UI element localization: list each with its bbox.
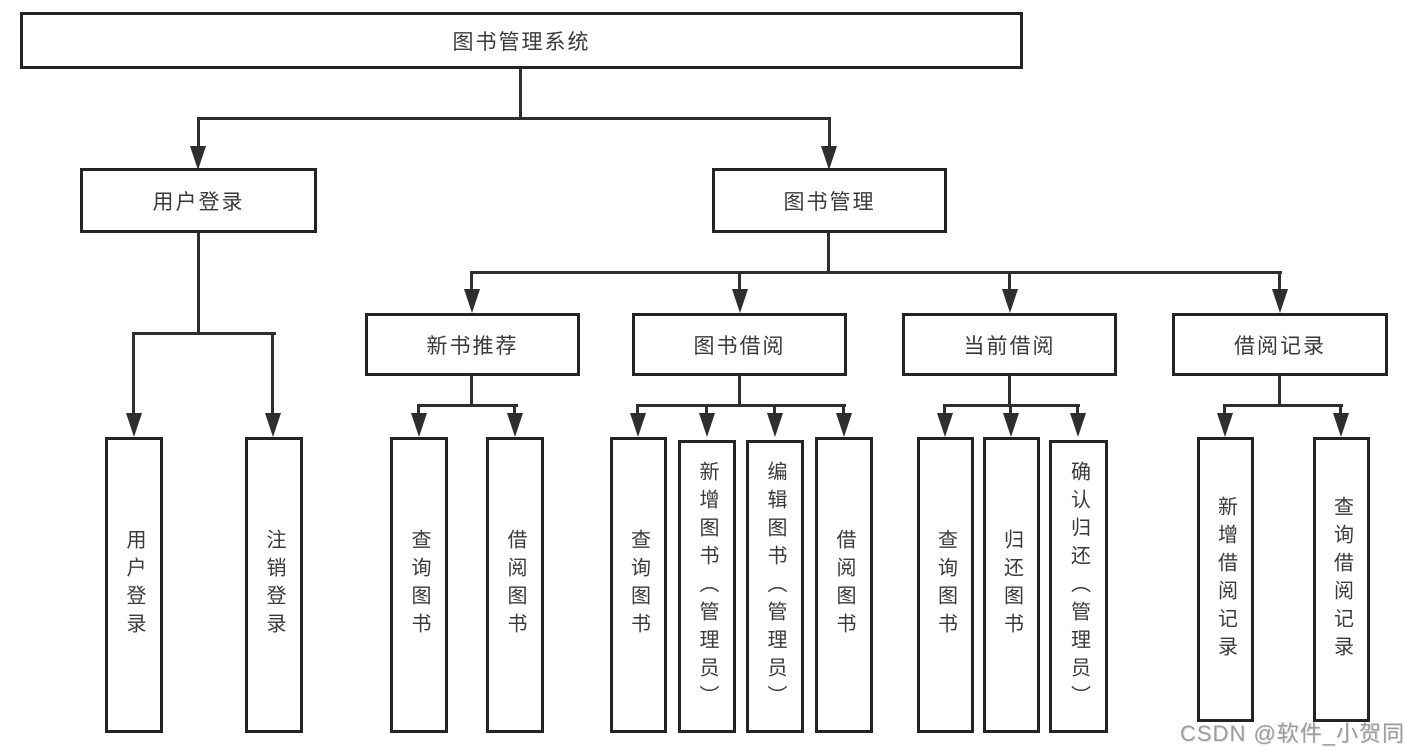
- leaf-add-books-admin-label: 新增图书（管理员）: [696, 460, 718, 713]
- leaf-logout-label: 注销登录: [263, 529, 285, 641]
- leaf-query-borrow-record: 查询借阅记录: [1313, 437, 1370, 722]
- node-borrow-records-label: 借阅记录: [1234, 334, 1326, 358]
- connector-line: [417, 404, 518, 407]
- arrow-down-icon: [699, 413, 715, 437]
- arrow-down-icon: [1272, 289, 1288, 313]
- connector-line: [132, 332, 276, 335]
- leaf-query-books-1-label: 查询图书: [408, 529, 430, 641]
- leaf-edit-books-admin-label: 编辑图书（管理员）: [764, 460, 786, 713]
- arrow-down-icon: [1002, 289, 1018, 313]
- connector-line: [738, 375, 741, 407]
- arrow-down-icon: [411, 413, 427, 437]
- connector-line: [1008, 375, 1011, 407]
- leaf-add-borrow-record: 新增借阅记录: [1197, 437, 1254, 722]
- node-current-borrow-label: 当前借阅: [963, 334, 1056, 358]
- leaf-query-books-3-label: 查询图书: [934, 529, 957, 641]
- leaf-user-login: 用户登录: [105, 437, 163, 733]
- arrow-down-icon: [464, 289, 480, 313]
- leaf-query-books-2-label: 查询图书: [627, 529, 650, 641]
- leaf-return-books: 归还图书: [983, 437, 1040, 733]
- node-book-management-label: 图书管理: [783, 190, 876, 214]
- connector-line: [842, 406, 845, 415]
- arrow-down-icon: [836, 413, 852, 437]
- connector-line: [513, 406, 516, 415]
- connector-line: [1278, 273, 1281, 289]
- leaf-add-borrow-record-label: 新增借阅记录: [1214, 495, 1237, 664]
- arrow-down-icon: [1003, 413, 1019, 437]
- arrow-down-icon: [265, 413, 281, 437]
- connector-line: [1076, 406, 1079, 415]
- leaf-borrow-books-1: 借阅图书: [486, 437, 544, 733]
- connector-line: [470, 271, 1282, 274]
- connector-line: [197, 119, 200, 148]
- leaf-confirm-return-admin-label: 确认归还（管理员）: [1067, 460, 1090, 713]
- leaf-borrow-books-1-label: 借阅图书: [504, 529, 526, 641]
- leaf-borrow-books-2: 借阅图书: [815, 437, 873, 733]
- connector-line: [271, 334, 274, 413]
- node-book-borrow: 图书借阅: [632, 313, 847, 376]
- arrow-down-icon: [767, 413, 783, 437]
- arrow-down-icon: [937, 413, 953, 437]
- node-book-management: 图书管理: [712, 168, 947, 233]
- connector-line: [943, 406, 946, 415]
- node-library-system-label: 图书管理系统: [452, 30, 591, 54]
- arrow-down-icon: [821, 146, 837, 170]
- leaf-borrow-books-2-label: 借阅图书: [833, 529, 855, 641]
- leaf-query-books-2: 查询图书: [610, 437, 667, 733]
- leaf-return-books-label: 归还图书: [1000, 529, 1023, 641]
- connector-line: [827, 232, 830, 274]
- connector-line: [417, 406, 420, 415]
- connector-line: [636, 406, 639, 415]
- arrow-down-icon: [126, 413, 142, 437]
- connector-line: [828, 119, 831, 148]
- leaf-confirm-return-admin: 确认归还（管理员）: [1049, 440, 1108, 733]
- connector-line: [1339, 406, 1342, 415]
- node-new-book-recommend: 新书推荐: [365, 313, 580, 376]
- connector-line: [197, 117, 831, 120]
- leaf-logout: 注销登录: [245, 437, 303, 733]
- arrow-down-icon: [732, 289, 748, 313]
- connector-line: [197, 232, 200, 335]
- connector-line: [1223, 406, 1226, 415]
- leaf-user-login-label: 用户登录: [123, 529, 145, 641]
- node-new-book-recommend-label: 新书推荐: [426, 334, 519, 358]
- connector-line: [773, 406, 776, 415]
- connector-line: [519, 69, 522, 118]
- node-user-login: 用户登录: [80, 168, 317, 233]
- connector-line: [1009, 406, 1012, 415]
- leaf-add-books-admin: 新增图书（管理员）: [678, 440, 736, 733]
- node-book-borrow-label: 图书借阅: [693, 334, 786, 358]
- connector-line: [1223, 404, 1343, 407]
- node-user-login-label: 用户登录: [152, 190, 245, 214]
- connector-line: [943, 404, 1080, 407]
- connector-line: [705, 406, 708, 415]
- arrow-down-icon: [1070, 413, 1086, 437]
- leaf-query-borrow-record-label: 查询借阅记录: [1330, 495, 1353, 664]
- arrow-down-icon: [1333, 413, 1349, 437]
- connector-line: [470, 375, 473, 407]
- connector-line: [470, 273, 473, 289]
- leaf-query-books-1: 查询图书: [390, 437, 448, 733]
- connector-line: [132, 334, 135, 413]
- arrow-down-icon: [1217, 413, 1233, 437]
- csdn-watermark: CSDN @软件_小贺同学: [1180, 721, 1405, 746]
- arrow-down-icon: [190, 146, 206, 170]
- connector-line: [1278, 375, 1281, 407]
- leaf-query-books-3: 查询图书: [917, 437, 974, 733]
- node-library-system: 图书管理系统: [20, 12, 1023, 69]
- arrow-down-icon: [630, 413, 646, 437]
- node-current-borrow: 当前借阅: [902, 313, 1117, 376]
- connector-line: [1008, 273, 1011, 289]
- connector-line: [636, 404, 846, 407]
- node-borrow-records: 借阅记录: [1172, 313, 1388, 376]
- leaf-edit-books-admin: 编辑图书（管理员）: [746, 440, 804, 733]
- connector-line: [738, 273, 741, 289]
- arrow-down-icon: [507, 413, 523, 437]
